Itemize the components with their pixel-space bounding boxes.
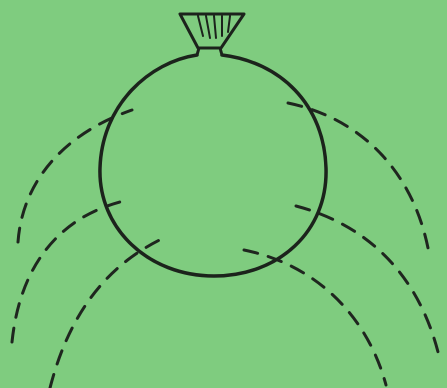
paper-background [0, 0, 447, 388]
flask-diagram [0, 0, 447, 388]
